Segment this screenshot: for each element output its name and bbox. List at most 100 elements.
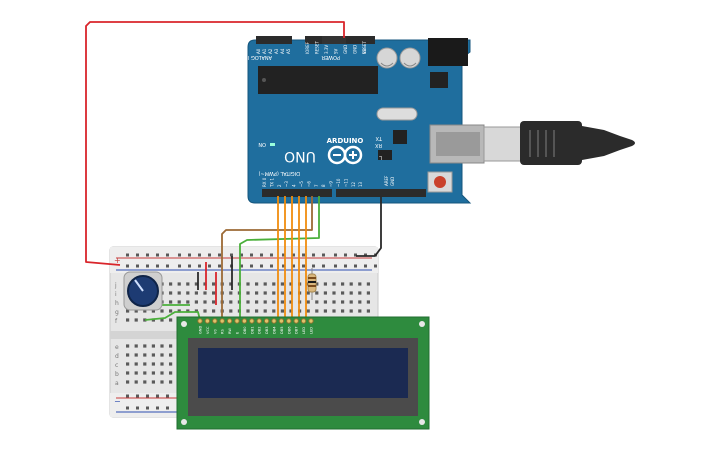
rail-hole[interactable] — [230, 253, 233, 257]
lcd-pin[interactable] — [212, 318, 218, 324]
breadboard-hole[interactable] — [255, 309, 259, 313]
breadboard-hole[interactable] — [323, 291, 327, 295]
breadboard-hole[interactable] — [341, 291, 345, 295]
breadboard-hole[interactable] — [323, 300, 327, 304]
rail-hole[interactable] — [364, 253, 367, 257]
breadboard-hole[interactable] — [289, 300, 293, 304]
breadboard-hole[interactable] — [349, 309, 353, 313]
breadboard-hole[interactable] — [272, 282, 276, 286]
rail-hole[interactable] — [126, 253, 129, 257]
rail-hole[interactable] — [250, 264, 253, 268]
rail-hole[interactable] — [188, 264, 191, 268]
breadboard-hole[interactable] — [332, 291, 336, 295]
breadboard-hole[interactable] — [177, 309, 181, 313]
breadboard-hole[interactable] — [255, 282, 259, 286]
rail-hole[interactable] — [166, 394, 169, 398]
breadboard-hole[interactable] — [134, 353, 138, 357]
breadboard-hole[interactable] — [126, 353, 130, 357]
breadboard-hole[interactable] — [134, 318, 138, 322]
breadboard-hole[interactable] — [169, 344, 173, 348]
breadboard-hole[interactable] — [212, 300, 216, 304]
lcd-pin[interactable] — [308, 318, 314, 324]
rail-hole[interactable] — [334, 253, 337, 257]
rail-hole[interactable] — [166, 253, 169, 257]
breadboard-hole[interactable] — [134, 371, 138, 375]
breadboard-hole[interactable] — [160, 309, 164, 313]
breadboard-hole[interactable] — [366, 291, 370, 295]
breadboard-hole[interactable] — [134, 309, 138, 313]
rail-hole[interactable] — [126, 394, 129, 398]
potentiometer[interactable] — [123, 271, 163, 311]
rail-hole[interactable] — [126, 406, 129, 410]
lcd-pin[interactable] — [204, 318, 211, 324]
breadboard-hole[interactable] — [203, 309, 207, 313]
breadboard-hole[interactable] — [143, 380, 147, 384]
breadboard-hole[interactable] — [194, 282, 198, 286]
breadboard-hole[interactable] — [263, 282, 267, 286]
rail-hole[interactable] — [270, 253, 273, 257]
breadboard-hole[interactable] — [169, 291, 173, 295]
breadboard-hole[interactable] — [289, 309, 293, 313]
breadboard-hole[interactable] — [280, 300, 284, 304]
breadboard-hole[interactable] — [212, 282, 216, 286]
breadboard-hole[interactable] — [143, 318, 147, 322]
rail-hole[interactable] — [270, 264, 273, 268]
lcd-pin[interactable] — [226, 318, 233, 324]
breadboard-hole[interactable] — [177, 282, 181, 286]
rail-hole[interactable] — [282, 253, 285, 257]
lcd-pin[interactable] — [234, 318, 240, 324]
breadboard-hole[interactable] — [151, 371, 155, 375]
reset-button-cap[interactable] — [434, 176, 446, 188]
breadboard-hole[interactable] — [169, 371, 173, 375]
breadboard-hole[interactable] — [229, 282, 233, 286]
lcd-pin[interactable] — [249, 318, 255, 324]
breadboard-hole[interactable] — [229, 309, 233, 313]
breadboard-hole[interactable] — [203, 291, 207, 295]
rail-hole[interactable] — [178, 264, 181, 268]
rail-hole[interactable] — [250, 253, 253, 257]
rail-hole[interactable] — [260, 264, 263, 268]
breadboard-hole[interactable] — [194, 291, 198, 295]
breadboard-hole[interactable] — [160, 344, 164, 348]
breadboard-hole[interactable] — [212, 291, 216, 295]
breadboard-hole[interactable] — [332, 309, 336, 313]
breadboard-hole[interactable] — [280, 291, 284, 295]
breadboard-hole[interactable] — [306, 291, 310, 295]
breadboard-hole[interactable] — [143, 309, 147, 313]
lcd-pin[interactable] — [300, 318, 307, 324]
rail-hole[interactable] — [156, 394, 159, 398]
breadboard-hole[interactable] — [349, 300, 353, 304]
rail-hole[interactable] — [374, 264, 377, 268]
breadboard-hole[interactable] — [280, 309, 284, 313]
lcd-pin[interactable] — [241, 318, 248, 324]
breadboard-hole[interactable] — [169, 309, 173, 313]
rail-hole[interactable] — [240, 253, 243, 257]
breadboard-hole[interactable] — [306, 300, 310, 304]
rail-hole[interactable] — [344, 264, 347, 268]
breadboard-hole[interactable] — [332, 300, 336, 304]
breadboard-hole[interactable] — [255, 300, 259, 304]
breadboard-hole[interactable] — [126, 380, 130, 384]
breadboard-hole[interactable] — [160, 353, 164, 357]
breadboard-hole[interactable] — [169, 380, 173, 384]
rail-hole[interactable] — [136, 406, 139, 410]
breadboard-hole[interactable] — [263, 309, 267, 313]
lcd-pin[interactable] — [271, 318, 277, 324]
breadboard-hole[interactable] — [126, 309, 130, 313]
rail-hole[interactable] — [146, 253, 149, 257]
breadboard-hole[interactable] — [126, 371, 130, 375]
breadboard-hole[interactable] — [349, 282, 353, 286]
breadboard-hole[interactable] — [263, 300, 267, 304]
breadboard-hole[interactable] — [160, 371, 164, 375]
breadboard-hole[interactable] — [263, 291, 267, 295]
rail-hole[interactable] — [146, 394, 149, 398]
breadboard-hole[interactable] — [169, 353, 173, 357]
rail-hole[interactable] — [218, 253, 221, 257]
rail-hole[interactable] — [354, 264, 357, 268]
rail-hole[interactable] — [156, 406, 159, 410]
rail-hole[interactable] — [126, 264, 129, 268]
breadboard-hole[interactable] — [169, 362, 173, 366]
rail-hole[interactable] — [188, 253, 191, 257]
rail-hole[interactable] — [240, 264, 243, 268]
rail-hole[interactable] — [146, 264, 149, 268]
